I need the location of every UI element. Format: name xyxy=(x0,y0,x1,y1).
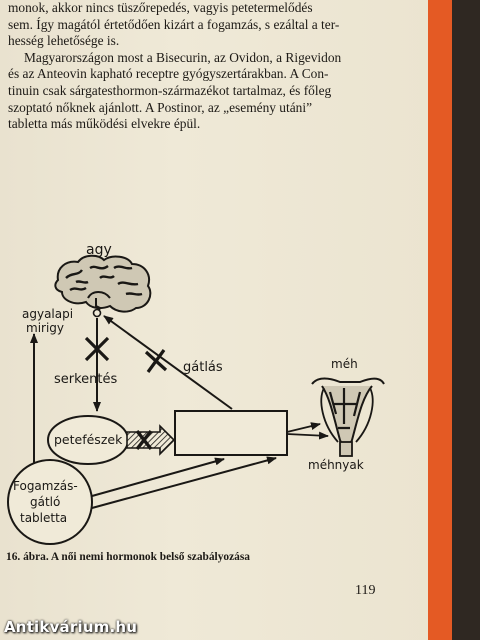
paragraph-2: Magyarországon most a Bisecurin, az Ovid… xyxy=(8,50,393,133)
label-petefeszek: petefészek xyxy=(54,432,123,447)
label-agy: agy xyxy=(86,242,112,258)
text-line: szoptató nőknek ajánlott. A Postinor, az… xyxy=(8,99,313,115)
label-tabletta-2: gátló xyxy=(30,495,60,509)
watermark-logo: Antikvárium.hu xyxy=(4,618,138,636)
background-edge xyxy=(452,0,480,640)
text-line: és az Anteovin kapható receptre gyógysze… xyxy=(8,66,329,82)
cover-edge xyxy=(428,0,452,640)
brain-icon xyxy=(54,254,152,318)
label-gatlas: gátlás xyxy=(183,360,223,375)
book-page: monok, akkor nincs tüszőrepedés, vagyis … xyxy=(0,0,440,640)
text-line: tabletta más működési elvekre épül. xyxy=(8,116,201,132)
hormone-to-uterus-arrow xyxy=(286,431,329,440)
block-mark-icon xyxy=(144,349,168,373)
text-line: Magyarországon most a Bisecurin, az Ovid… xyxy=(24,49,342,65)
uterus-icon xyxy=(311,377,385,457)
tablet-to-hormone-arrow xyxy=(91,457,225,497)
tablet-circle xyxy=(7,459,93,545)
hatched-arrow xyxy=(126,424,176,456)
hormone-regulation-diagram: agy agyalapi mirigy serkentés gátlás pet… xyxy=(7,242,385,545)
paragraph-1: monok, akkor nincs tüszőrepedés, vagyis … xyxy=(8,0,393,50)
text-line: tinuin csak sárgatesthormon-származékot … xyxy=(8,82,332,98)
label-tabletta-3: tabletta xyxy=(20,511,67,525)
body-text: monok, akkor nincs tüszőrepedés, vagyis … xyxy=(8,0,393,133)
tablet-to-cervix-arrow xyxy=(91,456,277,509)
text-line: sem. Így magától értetődően kizárt a fog… xyxy=(8,16,340,32)
label-agyalapi-1: agyalapi xyxy=(22,307,73,321)
block-mark-icon xyxy=(135,429,153,451)
text-line: hesség lehetősége is. xyxy=(8,33,120,49)
text-line: monok, akkor nincs tüszőrepedés, vagyis … xyxy=(8,0,313,15)
label-meh: méh xyxy=(331,357,358,371)
label-tabletta-1: Fogamzás- xyxy=(13,479,78,493)
gatlas-arrow xyxy=(103,315,233,410)
label-serkentes: serkentés xyxy=(54,372,118,387)
block-mark-icon xyxy=(84,336,110,362)
page-number: 119 xyxy=(355,583,376,598)
hormone-box xyxy=(174,410,288,456)
label-mehnyak: méhnyak xyxy=(308,458,364,472)
label-agyalapi-2: mirigy xyxy=(26,321,64,335)
hormone-to-uterus-arrow xyxy=(286,422,321,433)
figure-caption: 16. ábra. A női nemi hormonok belső szab… xyxy=(6,551,250,563)
